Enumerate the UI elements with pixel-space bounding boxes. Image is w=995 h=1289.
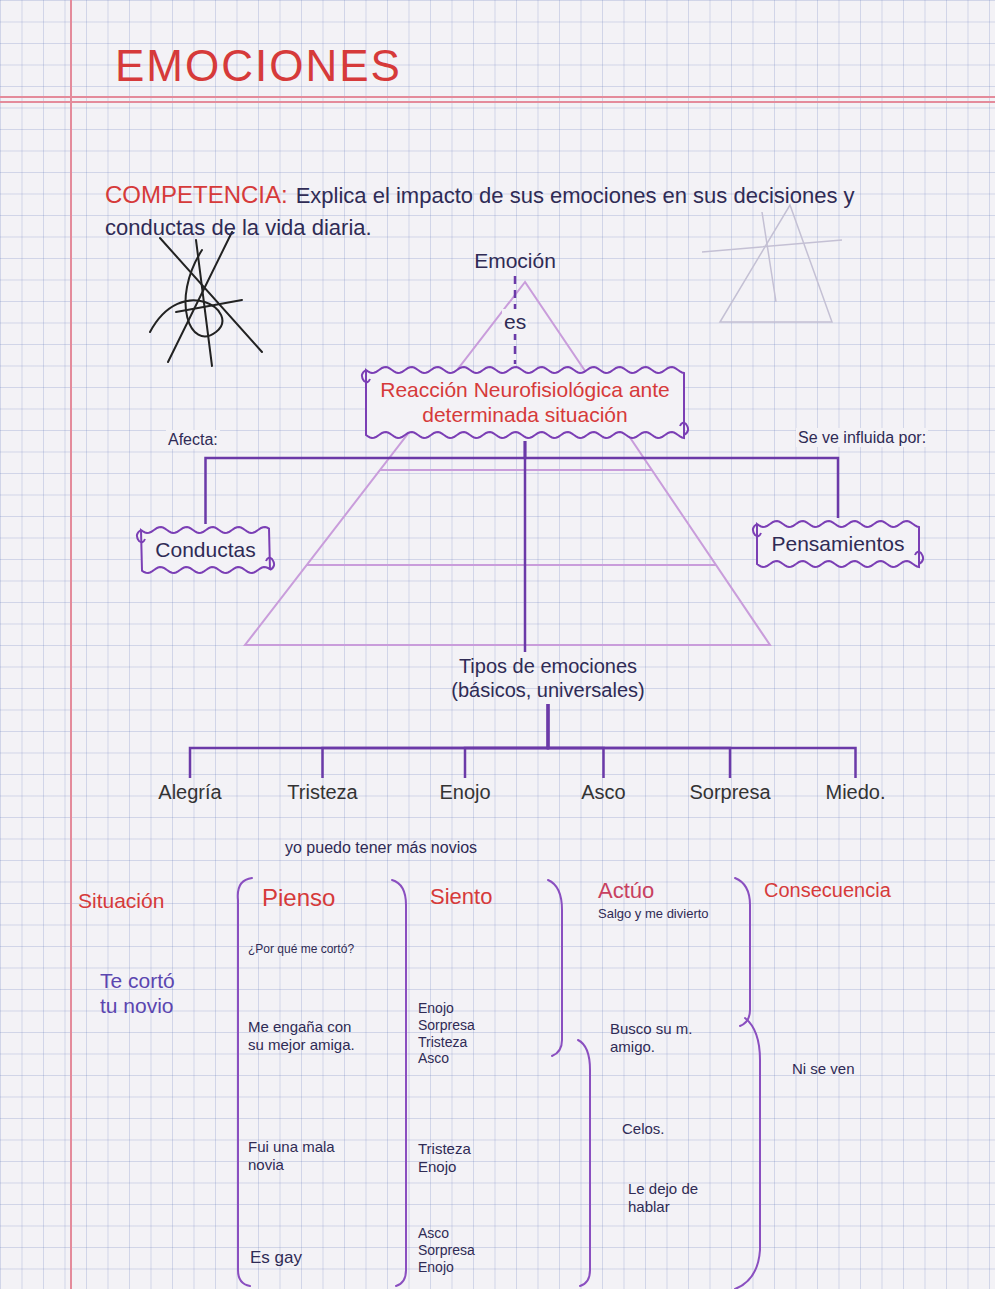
- node-text: Enojo: [439, 780, 491, 804]
- emotion-type: Miedo.: [821, 778, 890, 806]
- definition-scroll: Reacción Neurofisiológica ante determina…: [360, 364, 690, 441]
- bracket: [548, 880, 562, 1056]
- node-text: Pensamientos: [771, 531, 905, 556]
- node-text: Tristeza: [287, 780, 358, 804]
- connector: [465, 704, 548, 778]
- influence-scroll: Pensamientos: [751, 518, 925, 570]
- bracket: [578, 1040, 590, 1286]
- pyramid-outline: [245, 282, 770, 645]
- scroll-border: [757, 521, 919, 567]
- connector: [190, 704, 548, 778]
- table-cell: Salgo y me divierto: [598, 906, 709, 922]
- table-cell: ¿Por qué me cortó?: [248, 942, 354, 956]
- header-line: [0, 96, 995, 98]
- connector: [548, 704, 730, 778]
- doodle-stroke: [720, 205, 832, 322]
- emotion-type: Sorpresa: [685, 778, 775, 806]
- doodle-stroke: [176, 300, 242, 312]
- connector: [206, 441, 526, 524]
- table-cell: Situación: [78, 888, 164, 913]
- doodle-stroke: [150, 250, 222, 336]
- table-cell: Te cortó tu novio: [100, 968, 195, 1018]
- table-cell: Es gay: [250, 1248, 302, 1268]
- node-text: Conductas: [155, 537, 256, 562]
- faint-doodle: [702, 205, 842, 322]
- connector: [524, 441, 527, 652]
- competency-statement: COMPETENCIA:Explica el impacto de sus em…: [105, 180, 945, 245]
- emotion-type: Enojo: [435, 778, 495, 806]
- table-cell: Actúo: [598, 878, 654, 904]
- table-cell: Siento: [430, 884, 492, 910]
- table-cell: Asco Sorpresa Enojo: [418, 1225, 475, 1275]
- node-text: Sorpresa: [689, 780, 771, 804]
- node-text: Asco: [581, 780, 626, 804]
- bracket: [238, 878, 252, 1286]
- scroll-curl: [137, 530, 274, 570]
- concept-node: Emoción: [470, 246, 560, 276]
- table-cell: Pienso: [262, 884, 335, 913]
- emotion-type: Alegría: [154, 778, 226, 806]
- table-cell: Me engaña con su mejor amiga.: [248, 1018, 368, 1054]
- connector: [525, 441, 838, 518]
- competency-heading: COMPETENCIA:: [105, 181, 288, 208]
- bracket: [735, 1018, 760, 1289]
- table-cell: Le dejo de hablar: [628, 1180, 708, 1216]
- pyramid-level: [307, 470, 716, 565]
- table-cell: Fui una mala novia: [248, 1138, 348, 1174]
- types-node: Tipos de emociones (básicos, universales…: [429, 652, 667, 704]
- page-title: EMOCIONES: [115, 40, 402, 93]
- connector: [323, 704, 549, 778]
- doodle: [150, 232, 262, 366]
- emotion-type: Asco: [577, 778, 630, 806]
- connector: [548, 704, 856, 778]
- effect-scroll: Conductas: [135, 524, 276, 576]
- table-cell: Busco su m. amigo.: [610, 1020, 700, 1056]
- edge-label: Afecta:: [166, 430, 220, 449]
- node-text: Tipos de emociones (básicos, universales…: [433, 654, 663, 702]
- edge-label: es: [502, 309, 528, 334]
- scroll-curl: [362, 370, 688, 435]
- node-text: Emoción: [474, 248, 556, 273]
- connector: [548, 704, 604, 778]
- node-text: Reacción Neurofisiológica ante determina…: [380, 377, 670, 427]
- bracket: [735, 878, 750, 1026]
- scroll-outline: [360, 364, 690, 441]
- table-brackets: [238, 878, 760, 1289]
- edge-label: Se ve influida por:: [796, 428, 928, 447]
- scroll-curl: [753, 524, 923, 564]
- table-cell: yo puedo tener más novios: [285, 838, 477, 857]
- node-text: Miedo.: [825, 780, 886, 804]
- scroll-border: [141, 527, 270, 573]
- node-text: Alegría: [158, 780, 222, 804]
- table-cell: Enojo Sorpresa Tristeza Asco: [418, 1000, 475, 1067]
- margin-line: [70, 0, 72, 1289]
- emotion-type: Tristeza: [283, 778, 362, 806]
- header-line: [0, 101, 995, 103]
- bracket: [392, 880, 406, 1286]
- table-cell: Ni se ven: [792, 1060, 855, 1078]
- scroll-border: [366, 367, 684, 438]
- table-cell: Tristeza Enojo: [418, 1140, 471, 1176]
- table-cell: Celos.: [622, 1120, 665, 1138]
- table-cell: Consecuencia: [764, 878, 891, 902]
- doodle-stroke: [702, 212, 842, 302]
- doodle-stroke: [196, 240, 212, 366]
